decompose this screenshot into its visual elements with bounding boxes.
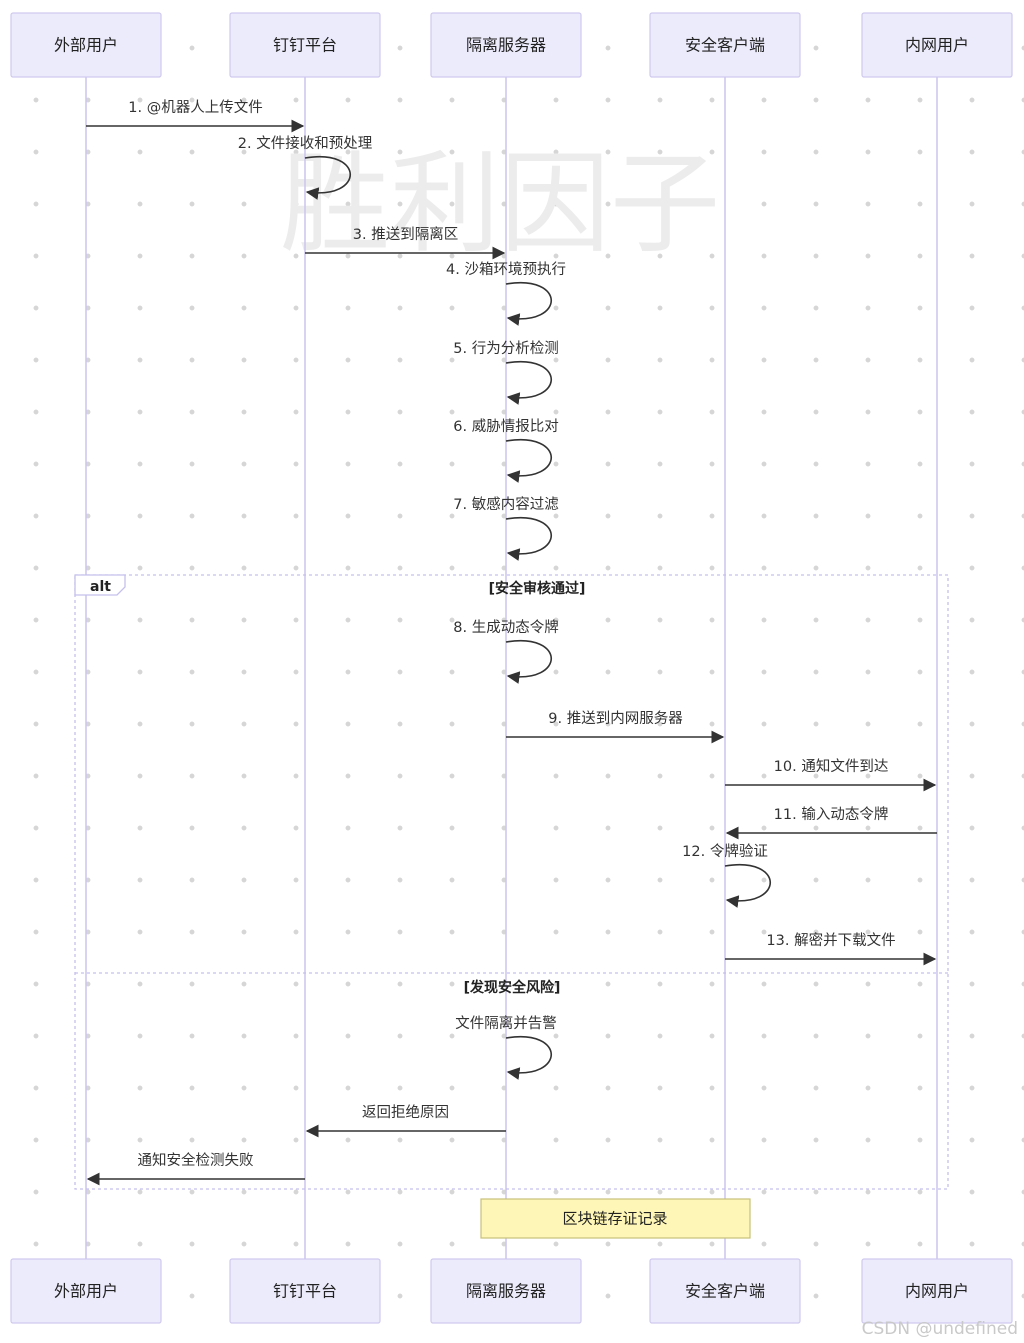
actor-label: 钉钉平台 [273, 1282, 337, 1301]
alt-condition-2: [发现安全风险] [464, 979, 561, 996]
footer-watermark: CSDN @undefined [861, 1319, 1018, 1339]
actor-label: 内网用户 [905, 1282, 969, 1301]
message-4: 4. 沙箱环境预执行 [446, 260, 566, 326]
message-9: 9. 推送到内网服务器 [506, 710, 725, 744]
actor-label: 隔离服务器 [466, 36, 546, 55]
self-loop-arrow [505, 438, 553, 483]
message-label: 返回拒绝原因 [362, 1104, 449, 1121]
self-loop-arrow [724, 863, 772, 908]
message-label: 9. 推送到内网服务器 [548, 710, 683, 727]
message-label: 10. 通知文件到达 [774, 758, 889, 775]
message-label: 11. 输入动态令牌 [774, 806, 889, 823]
self-loop-arrow [505, 360, 553, 405]
alt-condition-1: [安全审核通过] [489, 580, 586, 597]
self-loop-arrow [505, 639, 553, 684]
message-13: 13. 解密并下载文件 [725, 932, 937, 966]
watermark: 胜利因子 [280, 140, 720, 268]
message-1: 1. @机器人上传文件 [86, 99, 305, 133]
message-12: 12. 令牌验证 [682, 843, 772, 908]
alt-label: alt [90, 579, 111, 595]
self-loop-arrow [505, 516, 553, 561]
actor-box [229, 12, 381, 78]
actor-box [430, 1258, 582, 1324]
message-label: 13. 解密并下载文件 [766, 932, 895, 949]
message-label: 7. 敏感内容过滤 [453, 496, 559, 513]
message-14: 文件隔离并告警 [455, 1015, 557, 1080]
message-8: 8. 生成动态令牌 [453, 619, 559, 684]
message-label: 12. 令牌验证 [682, 843, 768, 860]
actor-bottom-4: 内网用户 [861, 1258, 1013, 1324]
self-loop-arrow [304, 155, 352, 200]
message-5: 5. 行为分析检测 [453, 340, 559, 405]
actor-label: 安全客户端 [685, 36, 765, 55]
message-15: 返回拒绝原因 [305, 1104, 506, 1138]
actor-bottom-2: 隔离服务器 [430, 1258, 582, 1324]
message-16: 通知安全检测失败 [86, 1151, 305, 1186]
alt-frame [74, 574, 949, 1190]
actor-box [649, 1258, 801, 1324]
message-label: 4. 沙箱环境预执行 [446, 260, 566, 278]
message-6: 6. 威胁情报比对 [453, 418, 559, 483]
actor-box [430, 12, 582, 78]
self-loop-arrow [505, 1035, 553, 1080]
actor-label: 内网用户 [905, 36, 969, 55]
message-label: 1. @机器人上传文件 [128, 99, 262, 116]
actor-label: 外部用户 [54, 1282, 118, 1301]
message-label: 文件隔离并告警 [455, 1015, 557, 1032]
actor-label: 隔离服务器 [466, 1282, 546, 1301]
actor-box [861, 1258, 1013, 1324]
actor-box [10, 1258, 162, 1324]
actor-label: 外部用户 [54, 36, 118, 55]
actor-box [649, 12, 801, 78]
message-7: 7. 敏感内容过滤 [453, 496, 559, 561]
actor-top-4: 内网用户 [861, 12, 1013, 78]
actor-box [10, 12, 162, 78]
message-label: 6. 威胁情报比对 [453, 418, 558, 435]
message-label: 通知安全检测失败 [138, 1151, 254, 1169]
actor-top-3: 安全客户端 [649, 12, 801, 78]
actor-top-2: 隔离服务器 [430, 12, 582, 78]
actor-label: 钉钉平台 [273, 36, 337, 55]
actor-bottom-1: 钉钉平台 [229, 1258, 381, 1324]
note-text: 区块链存证记录 [562, 1210, 667, 1228]
actor-top-0: 外部用户 [10, 12, 162, 78]
alt-tab [74, 574, 126, 596]
message-10: 10. 通知文件到达 [725, 758, 937, 792]
actor-top-1: 钉钉平台 [229, 12, 381, 78]
message-label: 5. 行为分析检测 [453, 340, 558, 357]
message-3: 3. 推送到隔离区 [305, 226, 506, 260]
message-label: 8. 生成动态令牌 [453, 619, 558, 636]
actor-label: 安全客户端 [685, 1282, 765, 1301]
actor-bottom-3: 安全客户端 [649, 1258, 801, 1324]
message-11: 11. 输入动态令牌 [725, 806, 937, 840]
note-box [480, 1198, 751, 1239]
actor-box [229, 1258, 381, 1324]
actor-bottom-0: 外部用户 [10, 1258, 162, 1324]
message-label: 3. 推送到隔离区 [353, 226, 458, 243]
message-2: 2. 文件接收和预处理 [238, 135, 373, 200]
message-label: 2. 文件接收和预处理 [238, 135, 373, 152]
self-loop-arrow [505, 281, 553, 326]
actor-box [861, 12, 1013, 78]
